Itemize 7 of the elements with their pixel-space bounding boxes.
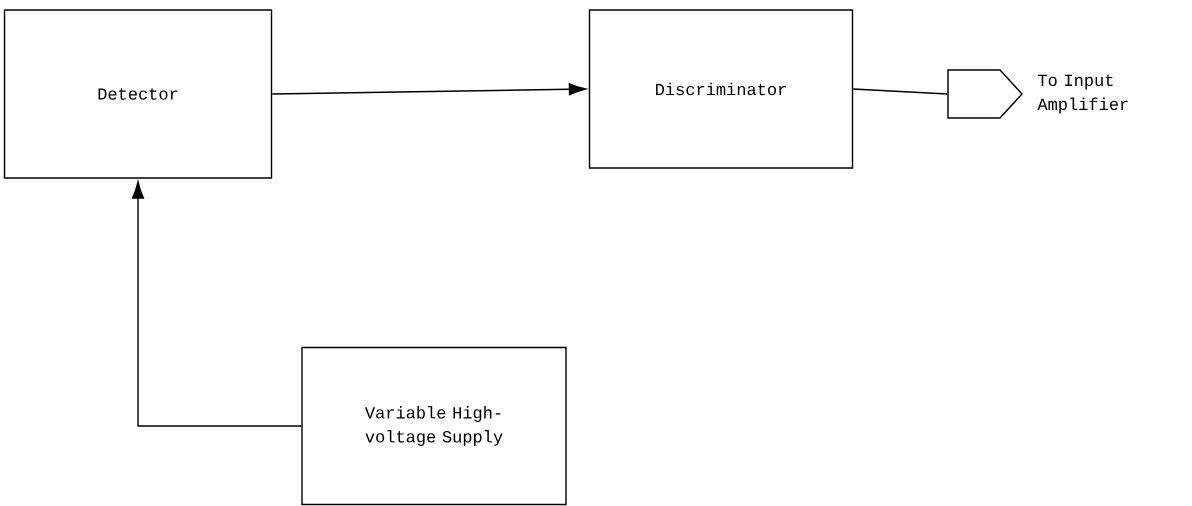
- arrow: [271, 83, 587, 96]
- connector-symbol: [947, 69, 1023, 119]
- block-box: Variable High-voltage Supply: [301, 346, 567, 506]
- block-box: Detector: [3, 9, 273, 179]
- arrow: [131, 181, 302, 427]
- connector-label: To Input Amplifier: [1037, 74, 1128, 114]
- block-box: Discriminator: [588, 9, 854, 169]
